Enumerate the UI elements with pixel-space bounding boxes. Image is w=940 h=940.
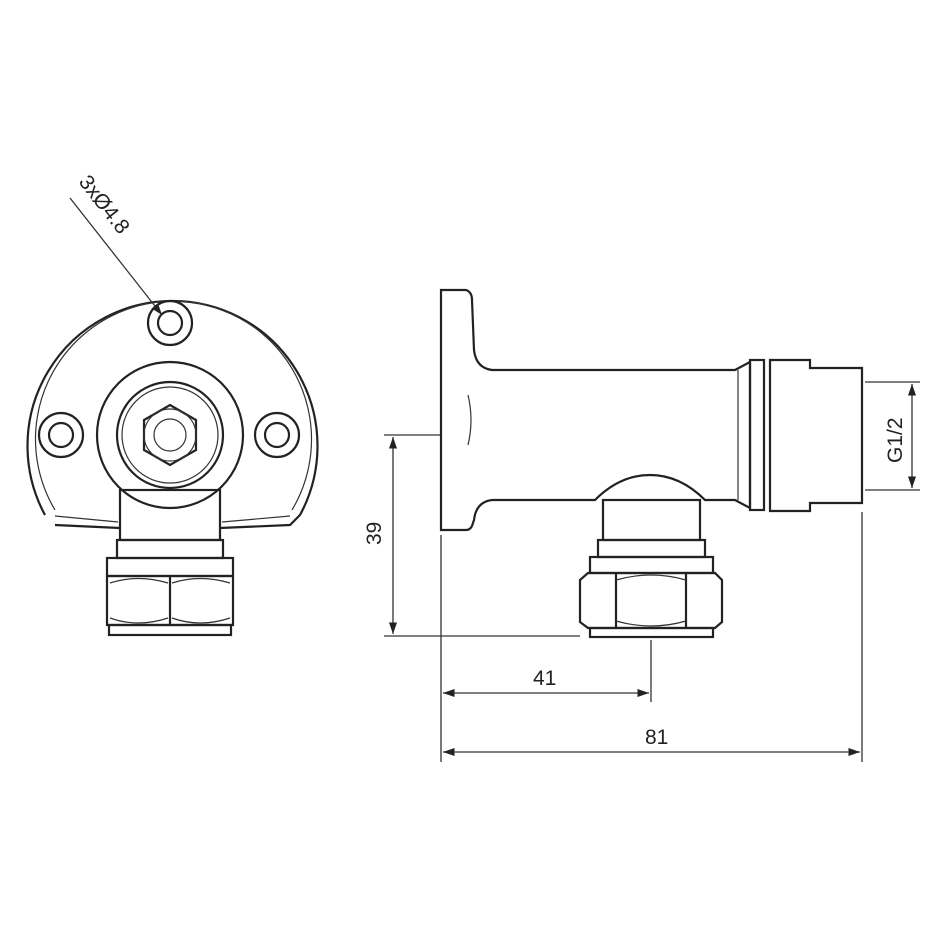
chamfer-line	[54, 515, 119, 523]
branch-nut	[578, 498, 724, 639]
outlet-nut	[768, 358, 864, 513]
branch-offset-dim-label: 41	[533, 667, 556, 690]
overall-length-dim-label: 81	[645, 726, 668, 749]
outlet-boss	[95, 360, 245, 542]
height-dim-label: 39	[363, 522, 386, 545]
mounting-holes	[37, 299, 301, 459]
flange-inner-edge	[34, 300, 313, 511]
hole-callout: 3xØ4.8	[69, 171, 163, 316]
dimension-41: 41	[440, 535, 652, 762]
wall-flange	[439, 288, 752, 532]
dimension-81: 81	[443, 512, 863, 762]
front-view: 3xØ4.8	[26, 171, 319, 637]
leader-arrow	[69, 197, 163, 316]
side-view: 39 41 81 G1/2	[363, 288, 920, 762]
hole-callout-label: 3xØ4.8	[74, 171, 134, 239]
dimension-39: 39	[363, 434, 580, 637]
dimension-thread: G1/2	[865, 381, 920, 491]
flange-recess	[467, 394, 472, 446]
chamfer-line	[221, 515, 291, 523]
ring	[748, 358, 766, 512]
thread-label: G1/2	[884, 417, 907, 463]
compression-nut	[105, 538, 235, 637]
